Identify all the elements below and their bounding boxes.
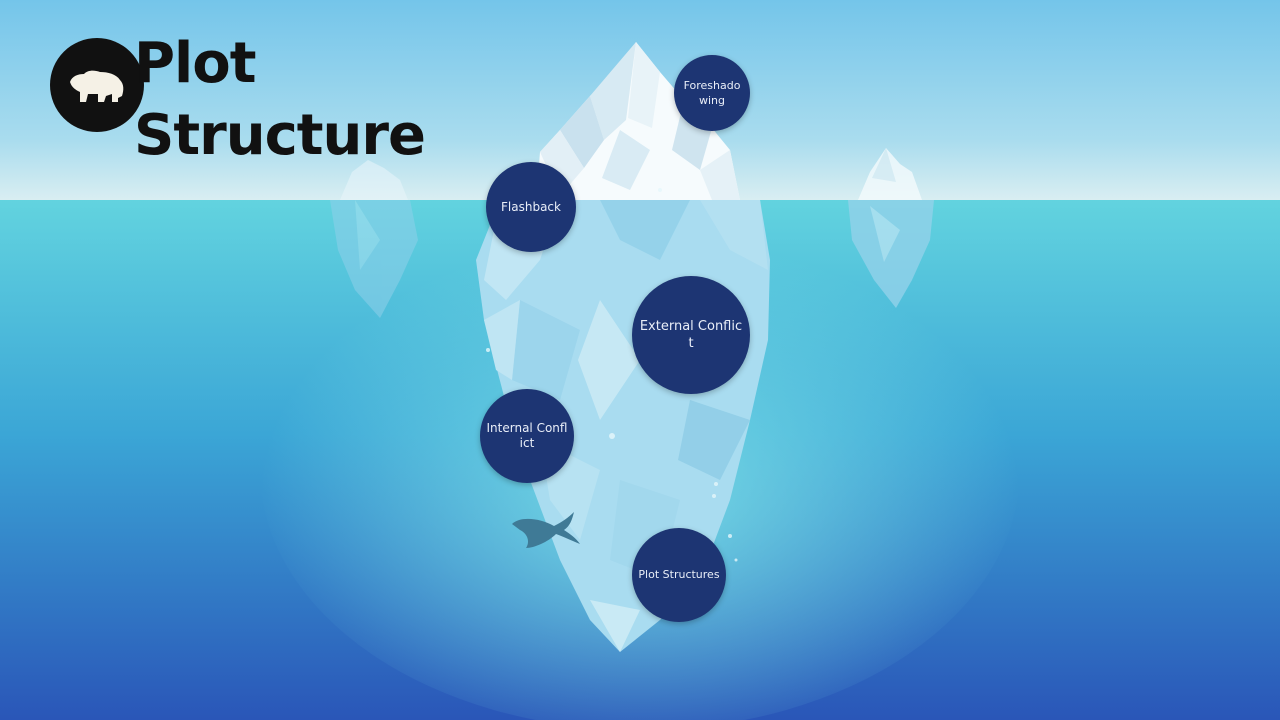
topic-foreshadowing[interactable]: Foreshado wing xyxy=(674,55,750,131)
topic-label: External Conflict xyxy=(639,319,743,351)
left-small-iceberg xyxy=(330,160,418,318)
topic-plot-structures[interactable]: Plot Structures xyxy=(632,528,726,622)
whale-icon xyxy=(512,512,580,548)
topic-external-conflict[interactable]: External Conflict xyxy=(632,276,750,394)
topic-label: Plot Structures xyxy=(638,568,720,581)
topic-label: Internal Conflict xyxy=(486,421,568,450)
topic-label: Flashback xyxy=(501,200,561,214)
topic-internal-conflict[interactable]: Internal Conflict xyxy=(480,389,574,483)
polar-bear-icon xyxy=(70,70,124,102)
topic-label: Foreshado wing xyxy=(683,79,741,107)
logo xyxy=(50,38,144,132)
title-line-1: Plot xyxy=(134,31,256,96)
title-line-2: Structure xyxy=(134,103,426,168)
bubbles xyxy=(486,188,738,562)
topic-flashback[interactable]: Flashback xyxy=(486,162,576,252)
page-title: Plot Structure xyxy=(134,28,426,172)
right-small-iceberg xyxy=(848,148,934,308)
